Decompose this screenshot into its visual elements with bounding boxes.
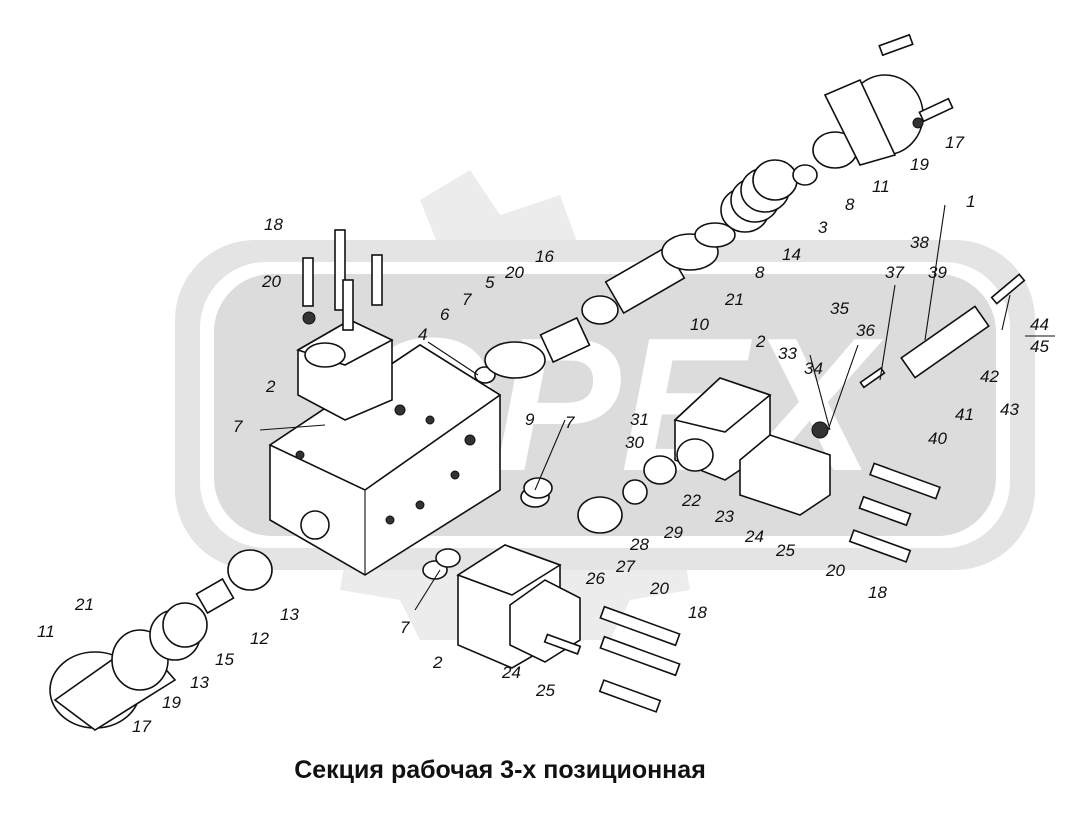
callout-17-top: 17 <box>945 133 964 152</box>
callout-2-right: 2 <box>755 332 766 351</box>
callout-43: 43 <box>1000 400 1019 419</box>
callout-5: 5 <box>485 273 495 292</box>
callout-17-bottom: 17 <box>132 717 151 736</box>
callout-16: 16 <box>535 247 554 266</box>
lower-left-cap <box>49 549 273 731</box>
callout-26: 26 <box>585 569 605 588</box>
callout-27: 27 <box>615 557 635 576</box>
callout-20-bottom: 20 <box>649 579 669 598</box>
leader-lines <box>259 204 1011 611</box>
callout-41: 41 <box>955 405 974 424</box>
callout-7-spool: 7 <box>462 290 472 309</box>
seal-rings <box>422 477 553 580</box>
callout-35: 35 <box>830 299 849 318</box>
callout-7-left: 7 <box>233 417 243 436</box>
callout-18-top: 18 <box>264 215 283 234</box>
callout-2-top: 2 <box>265 377 276 396</box>
valve-body <box>268 344 502 576</box>
diagram-caption: Секция рабочая 3-х позиционная <box>294 756 706 784</box>
callout-37: 37 <box>885 263 904 282</box>
callout-10: 10 <box>690 315 709 334</box>
callout-42: 42 <box>980 367 999 386</box>
upper-cover <box>296 229 394 421</box>
callout-7-ring: 7 <box>565 413 575 432</box>
callout-40: 40 <box>928 429 947 448</box>
callout-18-right: 18 <box>868 583 887 602</box>
watermark: OPEX <box>175 170 1035 640</box>
callout-11-top: 11 <box>872 177 890 196</box>
callout-21-bottom: 21 <box>74 595 94 614</box>
callout-36: 36 <box>856 321 875 340</box>
cap-11 <box>823 74 924 166</box>
callout-30: 30 <box>625 433 644 452</box>
callout-22: 22 <box>681 491 701 510</box>
plunger-assembly <box>859 273 1026 389</box>
callout-7-bottom: 7 <box>400 618 410 637</box>
callout-38: 38 <box>910 233 929 252</box>
callout-14: 14 <box>782 245 801 264</box>
callout-25-right: 25 <box>775 541 795 560</box>
callout-34: 34 <box>804 359 823 378</box>
callout-8-top: 8 <box>845 195 855 214</box>
right-cover <box>577 377 941 563</box>
callout-9: 9 <box>525 410 535 429</box>
callout-1: 1 <box>966 192 975 211</box>
callout-23: 23 <box>714 507 734 526</box>
callout-29: 29 <box>663 523 683 542</box>
callouts: 1 2 2 2 3 4 5 6 7 7 7 7 8 8 9 10 11 11 1… <box>37 133 1055 736</box>
callout-44: 44 <box>1030 315 1049 334</box>
callout-11-bottom: 11 <box>37 622 55 641</box>
callout-4: 4 <box>418 325 427 344</box>
lower-cover <box>456 544 681 713</box>
callout-31: 31 <box>630 410 649 429</box>
callout-24-bottom: 24 <box>501 663 521 682</box>
callout-12: 12 <box>250 629 269 648</box>
callout-8-mid: 8 <box>755 263 765 282</box>
callout-20-top: 20 <box>261 272 281 291</box>
callout-25-bottom: 25 <box>535 681 555 700</box>
callout-39: 39 <box>928 263 947 282</box>
callout-24-right: 24 <box>744 527 764 546</box>
callout-45: 45 <box>1030 337 1049 356</box>
callout-15: 15 <box>215 650 234 669</box>
callout-20-spool: 20 <box>504 263 524 282</box>
callout-2-bottom: 2 <box>432 653 443 672</box>
callout-3: 3 <box>818 218 828 237</box>
callout-6: 6 <box>440 305 450 324</box>
callout-13-left: 13 <box>190 673 209 692</box>
callout-18-bottom: 18 <box>688 603 707 622</box>
callout-20-right: 20 <box>825 561 845 580</box>
callout-21-top: 21 <box>724 290 744 309</box>
spool-assembly <box>474 33 954 384</box>
callout-13-right: 13 <box>280 605 299 624</box>
callout-19-top: 19 <box>910 155 929 174</box>
callout-33: 33 <box>778 344 797 363</box>
callout-19-bottom: 19 <box>162 693 181 712</box>
callout-28: 28 <box>629 535 649 554</box>
spring-14 <box>720 159 798 233</box>
